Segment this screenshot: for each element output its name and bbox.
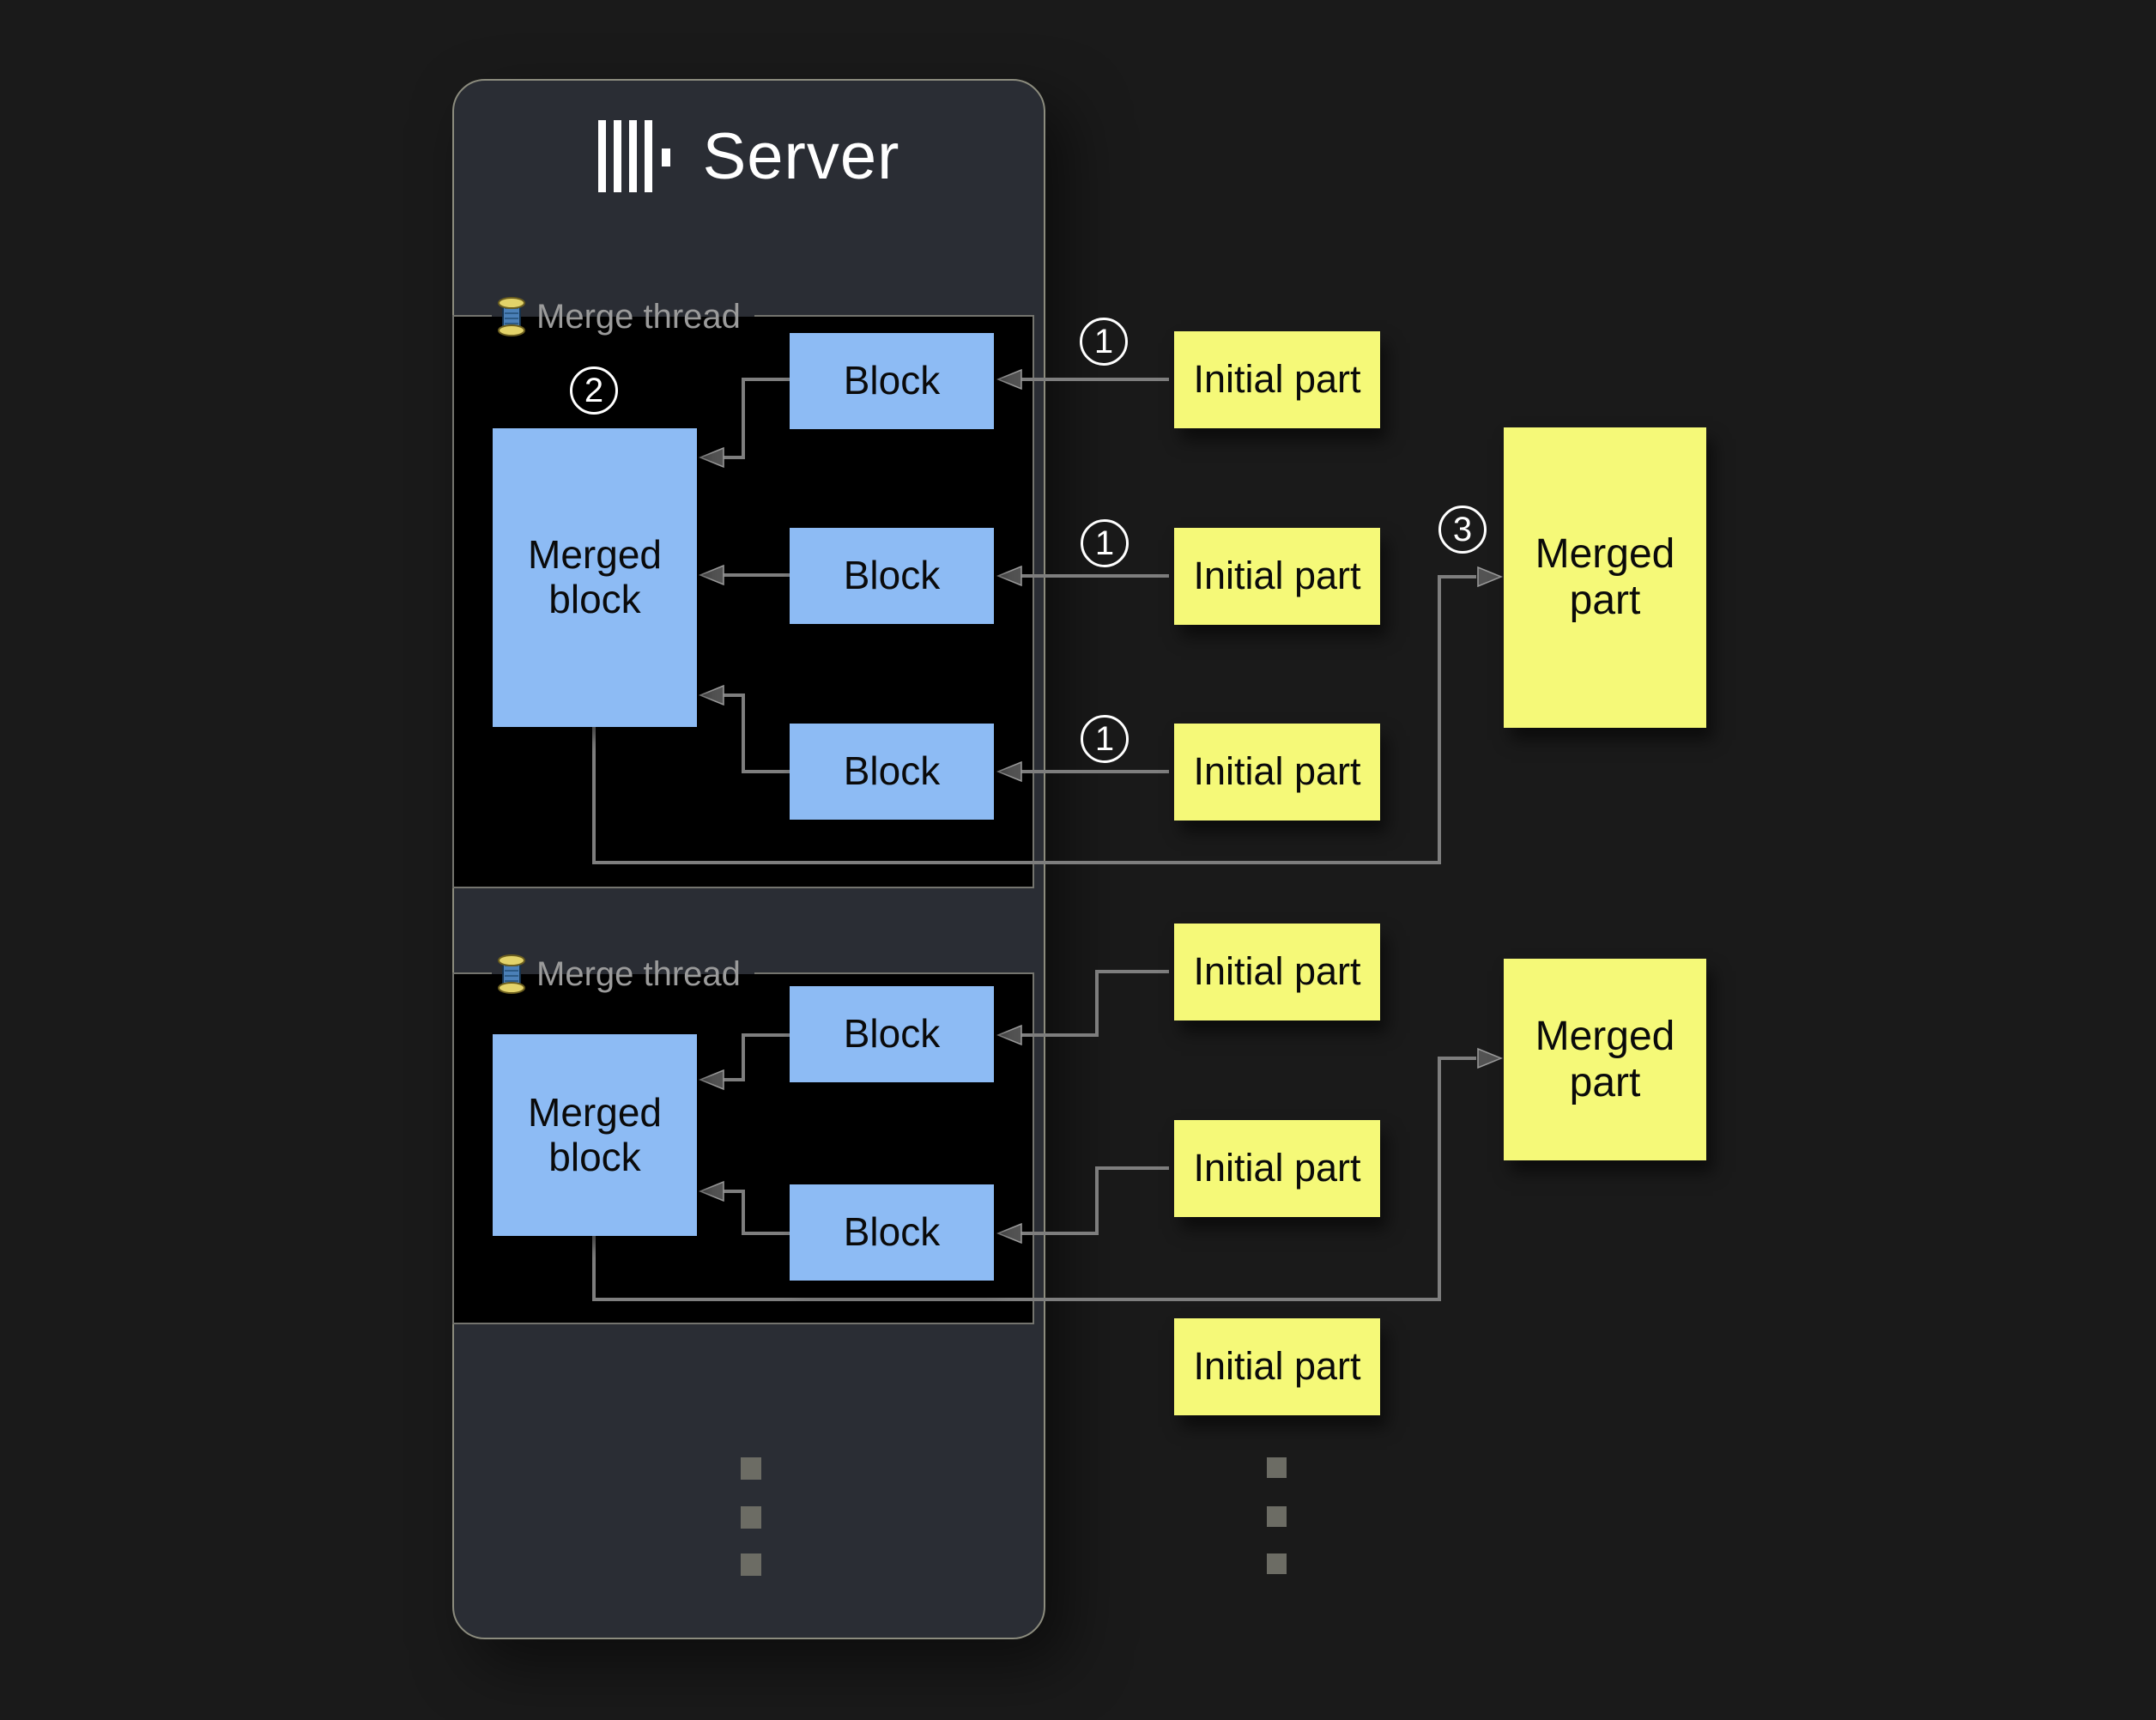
thread-spool-icon [498,954,525,994]
arrowhead [699,564,724,586]
step-badge-1: 1 [1081,715,1129,763]
merge-thread-label: Merge thread [536,297,741,336]
connector-line [722,378,790,459]
merged-block: Merged block [493,428,697,727]
merged-part: Merged part [1504,959,1706,1160]
merge-thread-legend-2: Merge thread [492,951,754,997]
arrowhead [996,1024,1022,1046]
ellipsis-dot [1267,1506,1287,1527]
merge-thread-legend-1: Merge thread [492,294,754,340]
initial-part: Initial part [1174,1318,1380,1415]
server-title: Server [702,119,900,193]
step-badge-3: 3 [1438,506,1487,554]
ellipsis-dot [1267,1457,1287,1478]
connector-line [592,575,1476,864]
thread-spool-icon [498,297,525,336]
block: Block [790,986,994,1082]
block: Block [790,724,994,820]
arrowhead [1477,566,1503,588]
connector-line [722,693,790,773]
initial-part: Initial part [1174,528,1380,625]
ellipsis-dot [741,1457,761,1480]
merged-part: Merged part [1504,427,1706,728]
initial-part: Initial part [1174,1120,1380,1217]
arrowhead [996,565,1022,587]
merge-thread-label: Merge thread [536,954,741,993]
ellipsis-dot [1267,1553,1287,1574]
ellipsis-dot [741,1553,761,1576]
initial-part: Initial part [1174,724,1380,821]
connector-line [1020,1166,1169,1235]
connector-line [722,1033,790,1081]
server-header: Server [452,79,1045,233]
arrowhead [996,760,1022,783]
arrowhead [699,684,724,706]
arrowhead [996,368,1022,391]
block: Block [790,528,994,624]
arrowhead [996,1222,1022,1245]
arrowhead [1477,1047,1503,1069]
merged-block: Merged block [493,1034,697,1236]
initial-part: Initial part [1174,331,1380,428]
connector-line [592,1057,1476,1301]
initial-part: Initial part [1174,924,1380,1020]
block: Block [790,1184,994,1281]
connector-line [722,1190,790,1235]
step-badge-1: 1 [1080,318,1128,366]
clickhouse-logo-icon [597,120,670,192]
step-badge-1: 1 [1081,519,1129,567]
block: Block [790,333,994,429]
ellipsis-dot [741,1506,761,1529]
arrowhead [699,1069,724,1091]
connector-line [1020,970,1169,1037]
arrowhead [699,446,724,469]
arrowhead [699,1180,724,1202]
step-badge-2: 2 [570,366,618,415]
